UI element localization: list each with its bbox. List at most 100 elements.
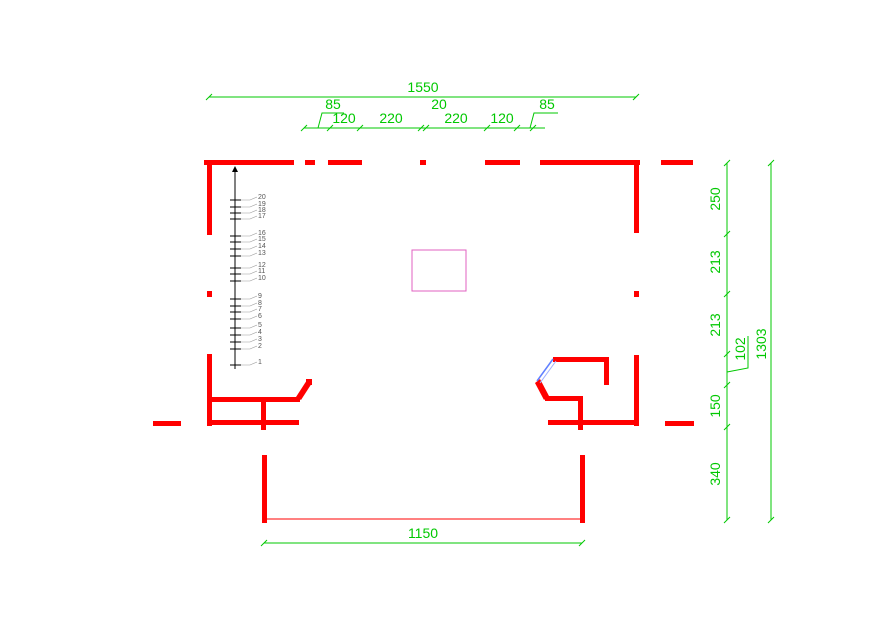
dim-tick bbox=[723, 350, 731, 358]
dim-tick bbox=[723, 423, 731, 431]
dim-tick bbox=[260, 539, 268, 547]
door-leaf bbox=[536, 358, 554, 382]
wall-top-segment bbox=[420, 160, 426, 165]
dim-tick bbox=[205, 93, 213, 101]
wall-bottom-segment bbox=[207, 420, 299, 425]
wall-right-segment bbox=[634, 165, 639, 233]
stair-step-leader bbox=[241, 264, 258, 269]
dim-tick bbox=[422, 124, 430, 132]
dim-tick bbox=[326, 124, 334, 132]
dim-label-bottom-overall: 1150 bbox=[408, 525, 438, 541]
door-leaf bbox=[539, 360, 557, 384]
stair-step-label: 14 bbox=[258, 243, 266, 250]
wall-bottom-segment bbox=[153, 421, 181, 426]
right-dimensions bbox=[723, 159, 775, 524]
walls bbox=[153, 160, 694, 523]
stair-step-label: 2 bbox=[258, 343, 262, 350]
stair-step-label: 13 bbox=[258, 250, 266, 257]
dim-tick bbox=[767, 159, 775, 167]
stair-step-leader bbox=[241, 308, 258, 313]
dim-label-right-segment: 340 bbox=[707, 462, 723, 486]
stair-step-label: 1 bbox=[258, 359, 262, 366]
stair-step-leader bbox=[241, 196, 258, 201]
stair-step-leader bbox=[241, 315, 258, 320]
wall-right-segment bbox=[634, 355, 639, 426]
stair-step-label: 10 bbox=[258, 275, 266, 282]
stair-step-leader bbox=[241, 324, 258, 329]
dim-label-top-segment: 20 bbox=[431, 96, 447, 112]
dim-leader bbox=[726, 336, 749, 373]
dim-tick bbox=[723, 230, 731, 238]
stair-step-label: 20 bbox=[258, 194, 266, 201]
stair-step-label: 19 bbox=[258, 201, 266, 208]
stair-step-leader bbox=[241, 270, 258, 275]
column-box bbox=[411, 249, 467, 292]
top-dimension-labels: 1550 85 120 220 20 220 120 85 bbox=[325, 79, 555, 126]
wall-left-segment bbox=[207, 165, 212, 235]
stair-step-label: 15 bbox=[258, 236, 266, 243]
stair-step-leader bbox=[241, 345, 258, 350]
top-dimensions bbox=[205, 93, 640, 132]
stair-step-label: 17 bbox=[258, 213, 266, 220]
dim-tick bbox=[513, 124, 521, 132]
wall-bottom-segment bbox=[548, 420, 639, 425]
dim-leader bbox=[317, 112, 344, 129]
stair-step-label: 11 bbox=[258, 268, 265, 275]
dim-tick bbox=[529, 124, 537, 132]
stair-step-label: 3 bbox=[258, 336, 262, 343]
wall-top-segment bbox=[305, 160, 315, 165]
wall-left-segment bbox=[207, 354, 212, 426]
wall-entry-left bbox=[262, 455, 267, 523]
dim-tick bbox=[417, 124, 425, 132]
wall-bottom-segment bbox=[261, 397, 266, 430]
dim-label-top-segment: 85 bbox=[325, 96, 341, 112]
wall-bottom-segment bbox=[665, 421, 694, 426]
bottom-dimension bbox=[260, 539, 586, 547]
stair-step-leader bbox=[241, 277, 258, 282]
dim-tick bbox=[723, 516, 731, 524]
wall-top-segment bbox=[485, 160, 520, 165]
stair-step-leader bbox=[241, 331, 258, 336]
stair-step-leader bbox=[241, 338, 258, 343]
stair-step-label: 9 bbox=[258, 293, 262, 300]
right-dimension-labels: 250 213 213 102 150 340 1303 bbox=[707, 187, 769, 486]
wall-bottom-segment bbox=[306, 379, 312, 385]
wall-left-segment bbox=[207, 291, 212, 297]
wall-bottom-segment bbox=[545, 396, 583, 401]
stair-step-leader bbox=[241, 252, 258, 257]
stair-step-leader bbox=[241, 302, 258, 307]
wall-bottom-segment bbox=[212, 397, 300, 402]
stair-step-label: 6 bbox=[258, 313, 262, 320]
stair-arrow-icon bbox=[232, 166, 238, 172]
dim-tick bbox=[578, 539, 586, 547]
dim-label-top-overall: 1550 bbox=[407, 79, 438, 95]
stair-step-label: 7 bbox=[258, 306, 262, 313]
dim-tick bbox=[483, 124, 491, 132]
dim-tick bbox=[723, 290, 731, 298]
wall-bottom-segment bbox=[553, 357, 609, 362]
dim-tick bbox=[300, 124, 308, 132]
stair-step-label: 16 bbox=[258, 230, 266, 237]
wall-entry-right bbox=[580, 455, 585, 523]
stair-step-leader bbox=[241, 215, 258, 220]
dim-tick bbox=[767, 516, 775, 524]
stair-step-leader bbox=[241, 238, 258, 243]
stair-step-label: 8 bbox=[258, 300, 262, 307]
stair-step-label: 4 bbox=[258, 329, 262, 336]
dim-label-top-segment: 220 bbox=[379, 110, 403, 126]
dim-label-top-segment: 85 bbox=[539, 96, 555, 112]
stair-step-leader bbox=[241, 209, 258, 214]
dim-label-right-segment: 213 bbox=[707, 313, 723, 337]
dim-label-right-segment: 150 bbox=[707, 394, 723, 418]
wall-top-segment bbox=[540, 160, 640, 165]
wall-top-segment bbox=[328, 160, 362, 165]
stair-step-label: 12 bbox=[258, 262, 266, 269]
dim-label-top-segment: 120 bbox=[332, 110, 356, 126]
dim-label-top-segment: 220 bbox=[444, 110, 468, 126]
dim-label-top-segment: 120 bbox=[490, 110, 514, 126]
wall-bottom-segment bbox=[578, 396, 583, 430]
wall-top-segment bbox=[204, 160, 294, 165]
stair-step-label: 18 bbox=[258, 207, 266, 214]
dim-tick bbox=[632, 93, 640, 101]
